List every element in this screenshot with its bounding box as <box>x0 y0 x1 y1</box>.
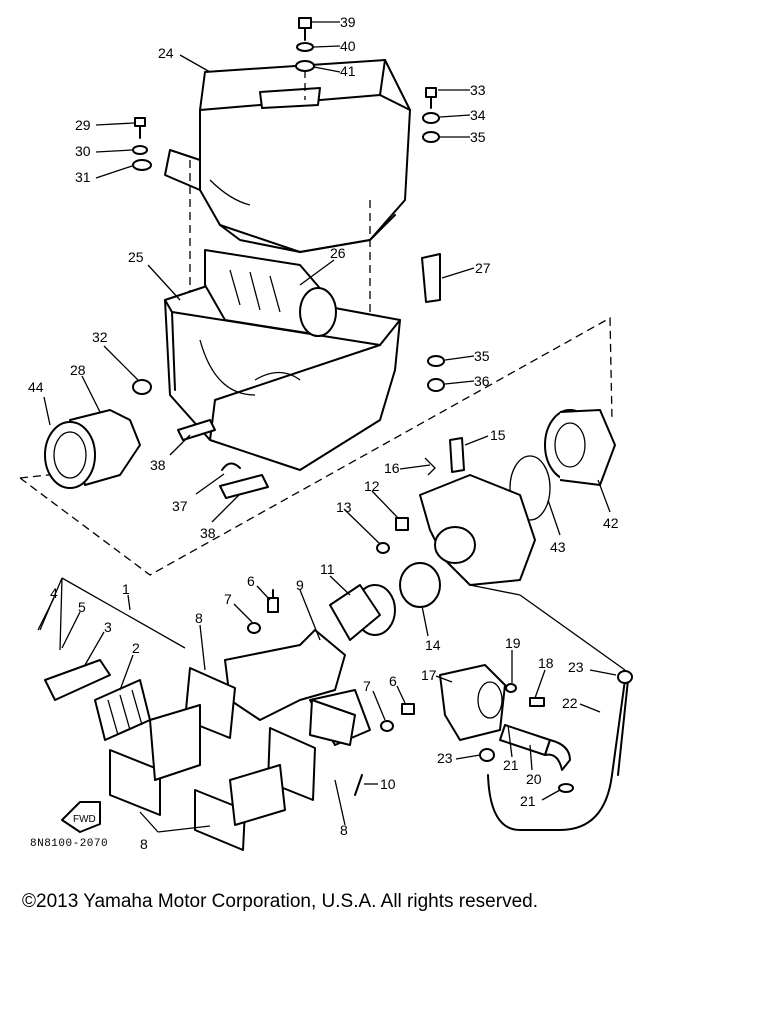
reed-valve-2 <box>94 679 151 741</box>
callout-38b: 38 <box>200 525 216 541</box>
callout-4: 4 <box>50 585 58 601</box>
callout-34: 34 <box>470 107 486 123</box>
callout-39: 39 <box>340 14 356 30</box>
callout-8b: 8 <box>140 836 148 852</box>
washer-13 <box>376 542 390 554</box>
callout-36: 36 <box>474 373 490 389</box>
callout-7a: 7 <box>224 591 232 607</box>
airbox-case <box>164 284 401 471</box>
callout-8a: 8 <box>195 610 203 626</box>
callout-33: 33 <box>470 82 486 98</box>
callout-43: 43 <box>550 539 566 555</box>
callout-6b: 6 <box>389 673 397 689</box>
callout-18: 18 <box>538 655 554 671</box>
callout-13: 13 <box>336 499 352 515</box>
bolt-10 <box>354 774 363 796</box>
bolt-29-set <box>132 117 152 171</box>
callout-11: 11 <box>320 561 335 577</box>
washer-7a <box>247 622 261 634</box>
callout-25: 25 <box>128 249 144 265</box>
hose-20 <box>499 724 551 756</box>
joint-11 <box>329 584 396 641</box>
joint-42 <box>509 409 616 521</box>
callout-28: 28 <box>70 362 86 378</box>
clip-19 <box>505 683 517 693</box>
callout-29: 29 <box>75 117 91 133</box>
callout-31: 31 <box>75 169 91 185</box>
callout-19: 19 <box>505 635 521 651</box>
callout-22: 22 <box>562 695 578 711</box>
callout-32: 32 <box>92 329 108 345</box>
nut-36 <box>427 378 445 392</box>
air-filter-element <box>204 249 337 337</box>
joint-28 <box>44 409 141 489</box>
callout-5: 5 <box>78 599 86 615</box>
callout-8c: 8 <box>340 822 348 838</box>
clamp-14 <box>399 562 441 608</box>
forward-arrow-icon: FWD <box>61 801 101 833</box>
callout-16: 16 <box>384 460 400 476</box>
callout-40: 40 <box>340 38 356 54</box>
washer-7b <box>380 720 394 732</box>
bolt-6b <box>401 703 415 715</box>
callout-15: 15 <box>490 427 506 443</box>
callout-41: 41 <box>340 63 356 79</box>
nut-32 <box>132 379 152 395</box>
arrow-label: FWD <box>73 814 96 825</box>
callout-35a: 35 <box>470 129 486 145</box>
reed-valve-assembly <box>149 704 201 781</box>
callout-17: 17 <box>421 667 437 683</box>
carburetor <box>419 437 536 596</box>
gasket-8e <box>309 699 356 746</box>
hose-22 <box>487 679 626 831</box>
callout-26: 26 <box>330 245 346 261</box>
callout-10: 10 <box>380 776 396 792</box>
callout-21b: 21 <box>520 793 536 809</box>
callout-44: 44 <box>28 379 44 395</box>
callout-21a: 21 <box>503 757 519 773</box>
callout-42: 42 <box>603 515 619 531</box>
exploded-parts-diagram: FWD 1 2 3 4 5 6 6 7 7 8 8 8 8 9 10 11 12… <box>19 14 633 852</box>
bolt-33-set <box>422 87 440 143</box>
callout-9: 9 <box>296 577 304 593</box>
callout-23a: 23 <box>568 659 584 675</box>
reed-valve-assembly-b <box>229 764 286 826</box>
callout-12: 12 <box>364 478 380 494</box>
clip-23a <box>617 670 633 684</box>
clip-37 <box>221 462 241 471</box>
bolt-39 <box>295 17 315 100</box>
callout-20: 20 <box>526 771 542 787</box>
airbox-cover <box>164 59 411 400</box>
plate-38a <box>177 419 216 441</box>
callout-38a: 38 <box>150 457 166 473</box>
callout-30: 30 <box>75 143 91 159</box>
clip-21 <box>558 783 574 793</box>
callout-24: 24 <box>158 45 174 61</box>
gasket-8c <box>109 749 161 816</box>
callout-27: 27 <box>475 260 491 276</box>
bolt-6a <box>267 589 279 613</box>
callout-7b: 7 <box>363 678 371 694</box>
callout-37: 37 <box>172 498 188 514</box>
callout-6a: 6 <box>247 573 255 589</box>
washer-35 <box>427 355 445 367</box>
callout-3: 3 <box>104 619 112 635</box>
airbox-boundary <box>19 316 613 576</box>
callout-35b: 35 <box>474 348 490 364</box>
diagram-reference-code: 8N8100-2070 <box>30 838 109 850</box>
reed-plate-3 <box>44 659 111 701</box>
fuel-pump-17 <box>439 664 506 741</box>
callout-2: 2 <box>132 640 140 656</box>
clip-27 <box>421 253 441 303</box>
plate-38b <box>219 474 269 499</box>
clip-23b <box>479 748 495 762</box>
callout-23b: 23 <box>437 750 453 766</box>
bolt-12 <box>395 517 409 531</box>
bolt-18 <box>529 697 545 707</box>
callouts: 1 2 3 4 5 6 6 7 7 8 8 8 8 9 10 11 12 13 … <box>28 14 619 852</box>
manifold-9 <box>224 629 346 721</box>
callout-1: 1 <box>122 581 130 597</box>
copyright-notice: ©2013 Yamaha Motor Corporation, U.S.A. A… <box>22 891 538 912</box>
callout-14: 14 <box>425 637 441 653</box>
